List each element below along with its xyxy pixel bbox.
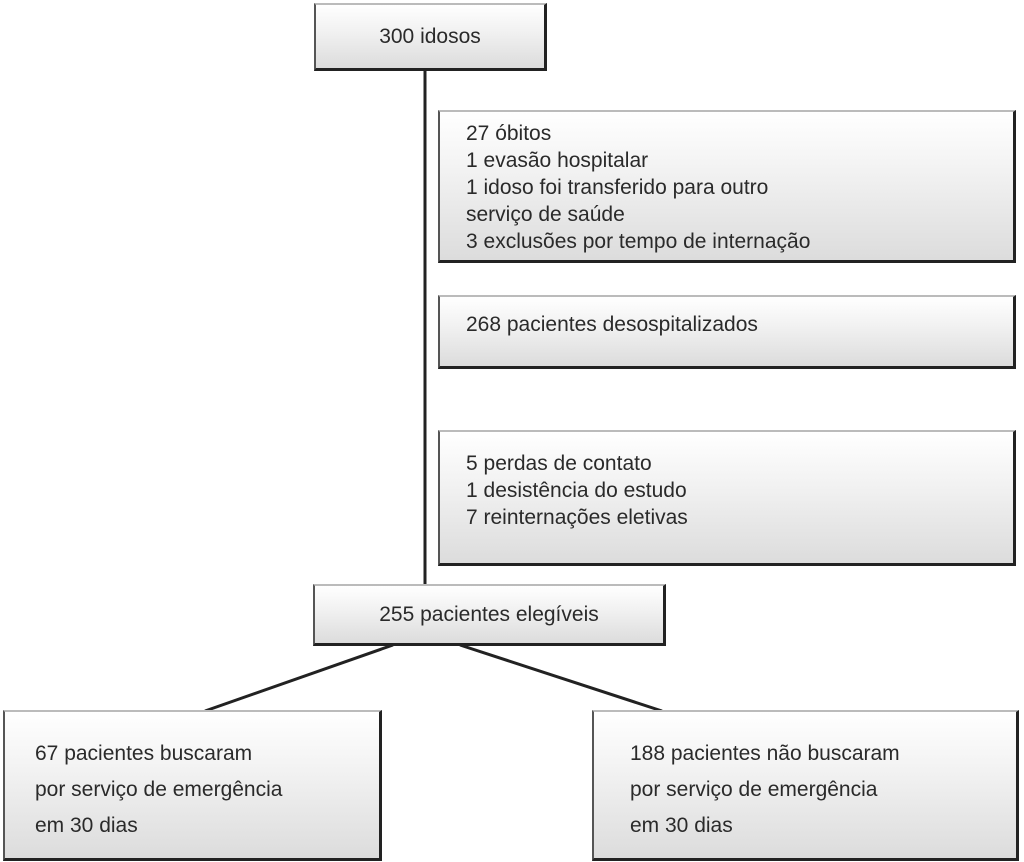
box-line: 3 exclusões por tempo de internação: [466, 230, 811, 253]
box-line: em 30 dias: [630, 814, 733, 837]
box-line: 5 perdas de contato: [466, 452, 652, 475]
box-label: 300 idosos: [379, 25, 481, 48]
box-discharged: 268 pacientes desospitalizados: [438, 295, 1016, 369]
box-sought-emergency: 67 pacientes buscaram por serviço de eme…: [3, 710, 382, 861]
box-line: 7 reinternações eletivas: [466, 506, 688, 529]
box-line: 1 desistência do estudo: [466, 479, 687, 502]
box-not-sought-emergency: 188 pacientes não buscaram por serviço d…: [592, 710, 1019, 861]
box-exclusions-1: 27 óbitos 1 evasão hospitalar 1 idoso fo…: [438, 110, 1016, 263]
box-line: 67 pacientes buscaram: [35, 742, 253, 765]
box-line: 1 evasão hospitalar: [466, 149, 649, 172]
box-label: 255 pacientes elegíveis: [379, 603, 599, 626]
box-300-idosos: 300 idosos: [314, 3, 547, 71]
box-line: serviço de saúde: [466, 203, 625, 226]
box-line: 27 óbitos: [466, 122, 552, 145]
box-line: por serviço de emergência: [630, 778, 878, 801]
left-branch-connector: [204, 643, 394, 713]
box-eligible: 255 pacientes elegíveis: [313, 584, 666, 646]
box-line: por serviço de emergência: [35, 778, 283, 801]
box-line: em 30 dias: [35, 814, 138, 837]
box-line: 188 pacientes não buscaram: [630, 742, 900, 765]
box-exclusions-2: 5 perdas de contato 1 desistência do est…: [438, 430, 1016, 566]
box-line: 1 idoso foi transferido para outro: [466, 176, 769, 199]
right-branch-connector: [459, 643, 663, 713]
box-label: 268 pacientes desospitalizados: [466, 313, 758, 336]
